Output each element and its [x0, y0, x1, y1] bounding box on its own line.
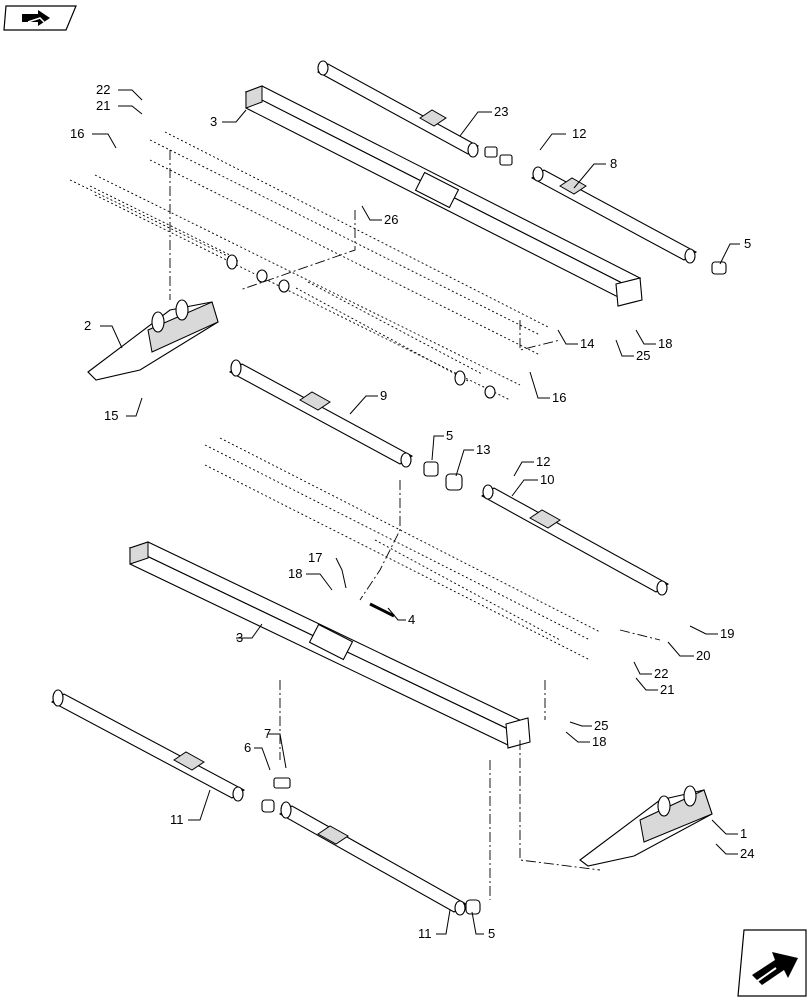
callout-18: 18	[658, 336, 672, 351]
centerlines-upper	[169, 150, 561, 351]
roller-11-right	[278, 801, 481, 916]
callout-26: 26	[384, 212, 398, 227]
side-bracket-1	[579, 785, 713, 867]
ghost-beam-upper	[94, 131, 551, 401]
coupling-lower	[261, 777, 291, 813]
callout-7: 7	[264, 726, 271, 741]
callout-19: 19	[720, 626, 734, 641]
callout-2: 2	[84, 318, 91, 333]
callout-5-middle: 5	[446, 428, 453, 443]
callout-4: 4	[408, 612, 415, 627]
callout-25-lower: 25	[594, 718, 608, 733]
top-frame-beam	[244, 85, 643, 307]
back-arrow-icon	[22, 10, 50, 26]
next-arrow-icon	[752, 952, 798, 985]
callout-25: 25	[636, 348, 650, 363]
callout-18-middle: 18	[288, 566, 302, 581]
rod-4	[369, 602, 395, 618]
coupling-upper	[484, 146, 513, 166]
callout-9: 9	[380, 388, 387, 403]
ghost-beam-middle	[204, 437, 601, 661]
callout-14: 14	[580, 336, 594, 351]
roller-upper-top	[317, 60, 479, 158]
callout-leaders	[92, 89, 740, 935]
callout-3-lower: 3	[236, 630, 243, 645]
ghost-rollers-upper	[69, 179, 496, 399]
next-nav-button[interactable]	[737, 929, 807, 997]
callout-11-lower: 11	[418, 926, 432, 941]
callout-3: 3	[210, 114, 217, 129]
back-nav-button[interactable]	[3, 5, 77, 31]
callout-18-lower: 18	[592, 734, 606, 749]
callout-16: 16	[70, 126, 84, 141]
callout-labels: 22 21 16 3 23 12 8 26 5 2 14 18 25 15 16…	[70, 82, 754, 941]
roller-8	[530, 166, 727, 275]
lower-frame-beam	[128, 541, 531, 749]
callout-21-lower: 21	[660, 682, 674, 697]
callout-6: 6	[244, 740, 251, 755]
callout-22-lower: 22	[654, 666, 668, 681]
callout-24: 24	[740, 846, 754, 861]
callout-11: 11	[170, 812, 184, 827]
roller-10	[480, 484, 670, 596]
callout-15: 15	[104, 408, 118, 423]
roller-9	[228, 359, 414, 468]
callout-5: 5	[744, 236, 751, 251]
callout-23: 23	[494, 104, 508, 119]
callout-16-lower: 16	[552, 390, 566, 405]
callout-1: 1	[740, 826, 747, 841]
bearing-middle	[423, 461, 463, 491]
roller-11-left	[50, 689, 246, 802]
callout-5-lower: 5	[488, 926, 495, 941]
callout-12-middle: 12	[536, 454, 550, 469]
centerlines-middle	[279, 480, 661, 900]
callout-21: 21	[96, 98, 110, 113]
callout-12: 12	[572, 126, 586, 141]
side-bracket-2	[87, 299, 219, 381]
callout-17: 17	[308, 550, 322, 565]
callout-20: 20	[696, 648, 710, 663]
callout-10: 10	[540, 472, 554, 487]
callout-8: 8	[610, 156, 617, 171]
callout-22: 22	[96, 82, 110, 97]
callout-13: 13	[476, 442, 490, 457]
